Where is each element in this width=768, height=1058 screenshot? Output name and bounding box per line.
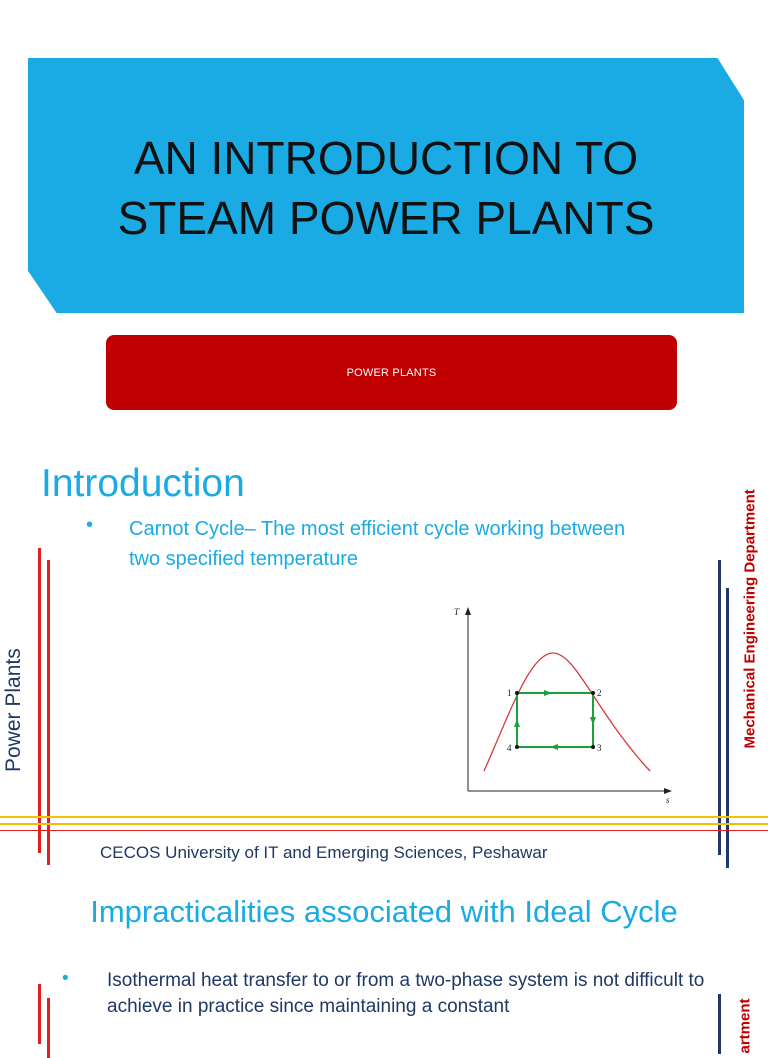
slide-heading: Impracticalities associated with Ideal C… <box>90 894 678 929</box>
left-red-line-1 <box>38 984 41 1044</box>
point-3 <box>591 745 595 749</box>
point-2 <box>591 691 595 695</box>
label-point-4: 4 <box>507 743 512 753</box>
point-1 <box>515 691 519 695</box>
left-red-line-1 <box>38 548 41 853</box>
arrow-1-2-icon <box>544 690 552 696</box>
red-line <box>0 830 768 831</box>
right-navy-line-1 <box>718 560 721 855</box>
introduction-slide: Introduction • Carnot Cycle– The most ef… <box>0 440 768 880</box>
label-point-2: 2 <box>597 688 602 698</box>
arrow-2-3-icon <box>590 717 596 725</box>
axis-label-t: T <box>454 607 460 617</box>
label-point-1: 1 <box>507 688 512 698</box>
arrow-4-1-icon <box>514 719 520 727</box>
x-axis-arrow-icon <box>664 788 672 794</box>
left-red-line-2 <box>47 560 50 865</box>
title-line-1: AN INTRODUCTION TO <box>133 132 639 184</box>
bullet-mark: • <box>62 968 69 989</box>
gold-line-2 <box>0 823 768 825</box>
axis-label-s: s <box>666 795 670 803</box>
saturation-dome <box>483 652 651 772</box>
bullet-mark: • <box>86 514 94 536</box>
footer-text: CECOS University of IT and Emerging Scie… <box>100 843 548 862</box>
y-axis-arrow-icon <box>465 607 471 615</box>
right-vertical-label: artment <box>736 998 754 1054</box>
slide-title: AN INTRODUCTION TO STEAM POWER PLANTS <box>28 128 744 248</box>
bullet-text: Carnot Cycle– The most efficient cycle w… <box>129 518 626 570</box>
left-vertical-label: Power Plants <box>2 648 25 772</box>
carnot-ts-diagram: T s 1 2 3 4 <box>454 607 672 803</box>
bullet-text: Isothermal heat transfer to or from a tw… <box>107 970 705 1017</box>
left-red-line-2 <box>47 998 50 1058</box>
carnot-cycle <box>516 692 594 748</box>
impracticalities-slide: Impracticalities associated with Ideal C… <box>0 880 768 1058</box>
right-navy-line-2 <box>726 588 729 868</box>
point-4 <box>515 745 519 749</box>
right-navy-line <box>718 994 721 1054</box>
label-point-3: 3 <box>597 743 602 753</box>
arrow-3-4-icon <box>550 744 558 750</box>
title-line-2: STEAM POWER PLANTS <box>117 192 655 244</box>
title-banner <box>28 58 744 313</box>
title-slide: AN INTRODUCTION TO STEAM POWER PLANTS PO… <box>0 0 768 440</box>
gold-line-1 <box>0 816 768 818</box>
subtitle-box: POWER PLANTS <box>106 335 677 410</box>
slide-heading: Introduction <box>41 462 245 505</box>
subtitle-text: POWER PLANTS <box>346 366 437 379</box>
right-vertical-label: Mechanical Engineering Department <box>741 489 759 749</box>
